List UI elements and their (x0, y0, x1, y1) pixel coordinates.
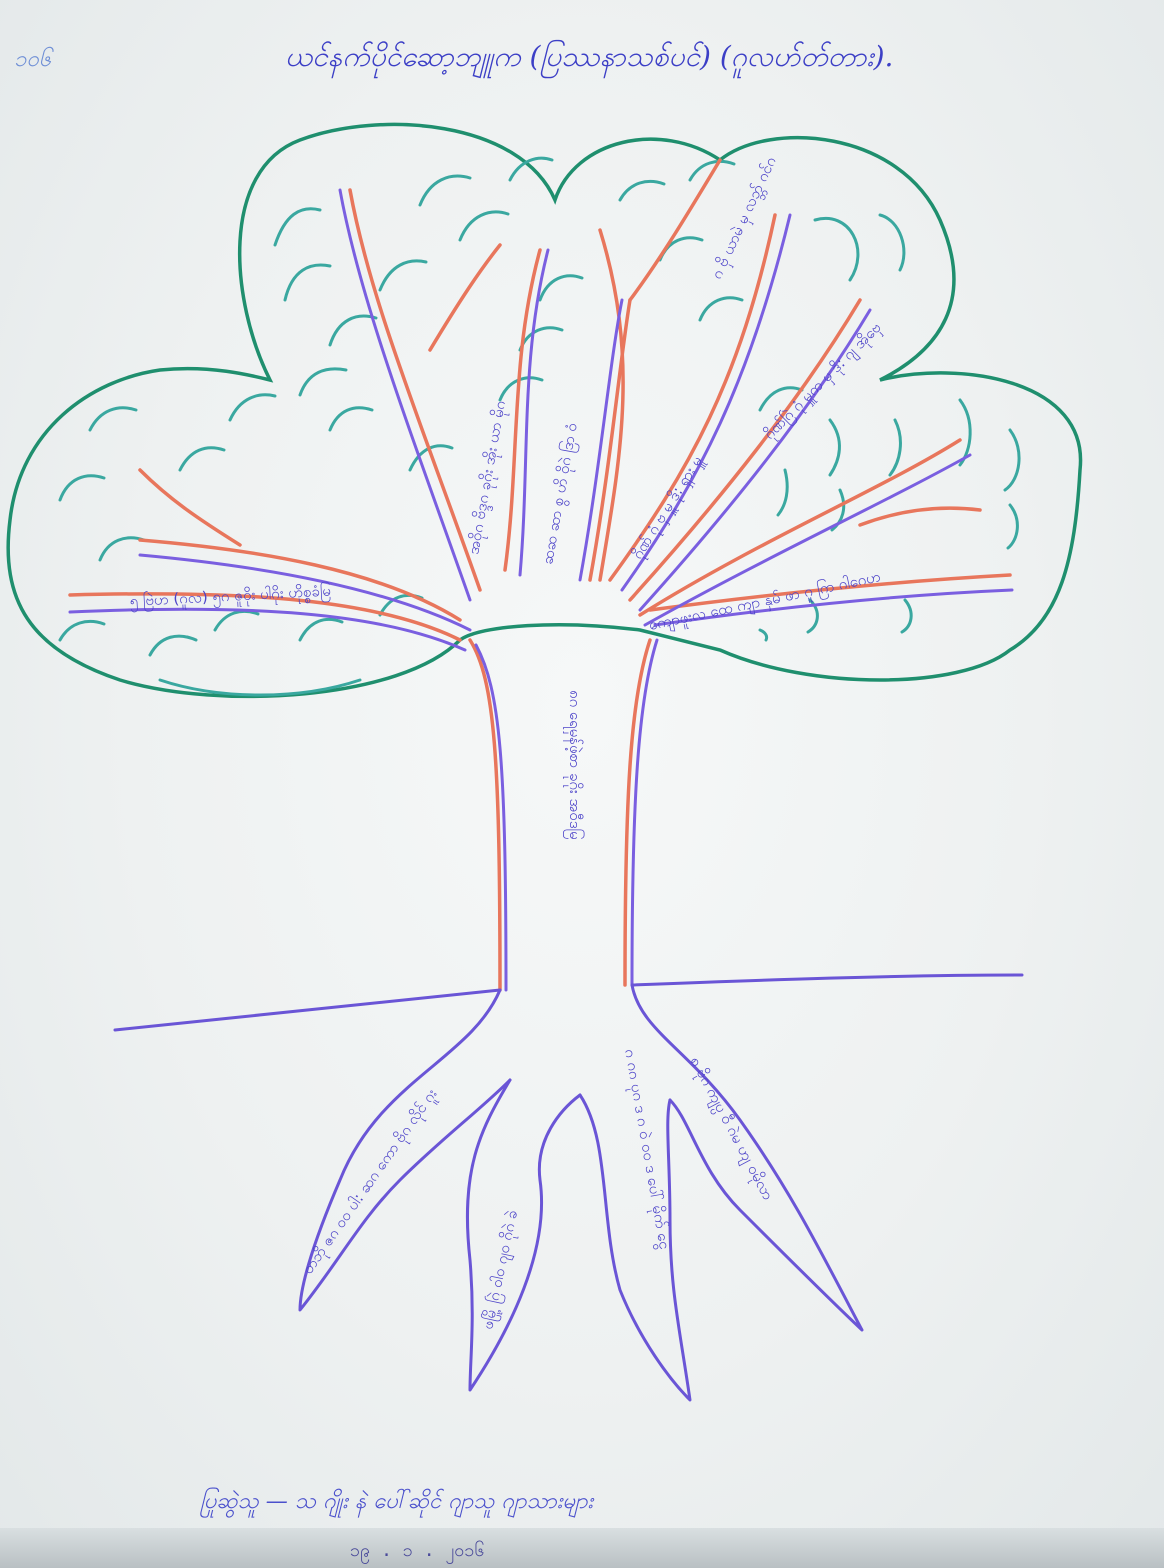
branch-label-1: ၅ ဗြဲဟ (ဂူလ) ၅ဂ ဇူဝိုး ပါဂိုး ဟိုစ္စခံမြ (129, 580, 331, 613)
root-label-1: တဘို ဇဂ ဝဝ ပါ: ဆဂ ကော ဗိုဂ လိုင် ဂူး (299, 1085, 443, 1279)
roots (300, 985, 862, 1400)
trunk (470, 640, 657, 990)
trunk-label: ၈ဂ ရေမှန်ဖဲ့စာ ခုဂိုး အဝီဒမြ (563, 690, 585, 840)
footer-note: ပြုဆွဲသူ — သ ဂျိုး နဲ ပေါ်ဆိုင် ဂျာသူ ဂျ… (200, 1486, 593, 1519)
root-label-2: ဖမြို့ ဂြဲ ဝါဝ ဂျဝ ဂိုဂဲ ခဲ (477, 1208, 524, 1331)
root-label-3: ဂ ဂဂ ပုဂ ဒ ဂ ဝဲ ဝဝ ဒ ပေါ် မိုက် ငွေ (618, 1048, 674, 1252)
page-edge-shadow (0, 1528, 1164, 1568)
branch-label-3: ဆဆ ဆာ စွ ဟိ ဝိုဂဲ ဒြာ ဝံ (537, 421, 584, 566)
branch-label-2: အဝိုဂ ဗိဒ္ဒဂ ခုဂိုး အိုး ယာ မိုဂ (464, 399, 512, 556)
ground-line (115, 975, 1022, 1030)
root-label-4: ၈ ဗိုဂ ကျပ္ပ ဝီ ဂဲမ ဟျ ဝမိုလာ (684, 1053, 778, 1204)
footer-date: ၁၉ . ၁ . ၂၀၁၆ (350, 1538, 485, 1565)
branch-label-4: ဂ ဗှိ ယာမဲ မှ လဘ္ဘ် ဂင်ဂ (707, 154, 782, 283)
root-labels: တဘို ဇဂ ဝဝ ပါ: ဆဂ ကော ဗိုဂ လိုင် ဂူး ဖမြ… (299, 1048, 778, 1332)
canopy-leaf-strokes (60, 158, 1019, 695)
branch-label-6: ဂိုဏ်ဂြဲ ဂုံ မှူဂာ မှ ဒို: ဂျ အိုဗှေ (760, 318, 887, 445)
